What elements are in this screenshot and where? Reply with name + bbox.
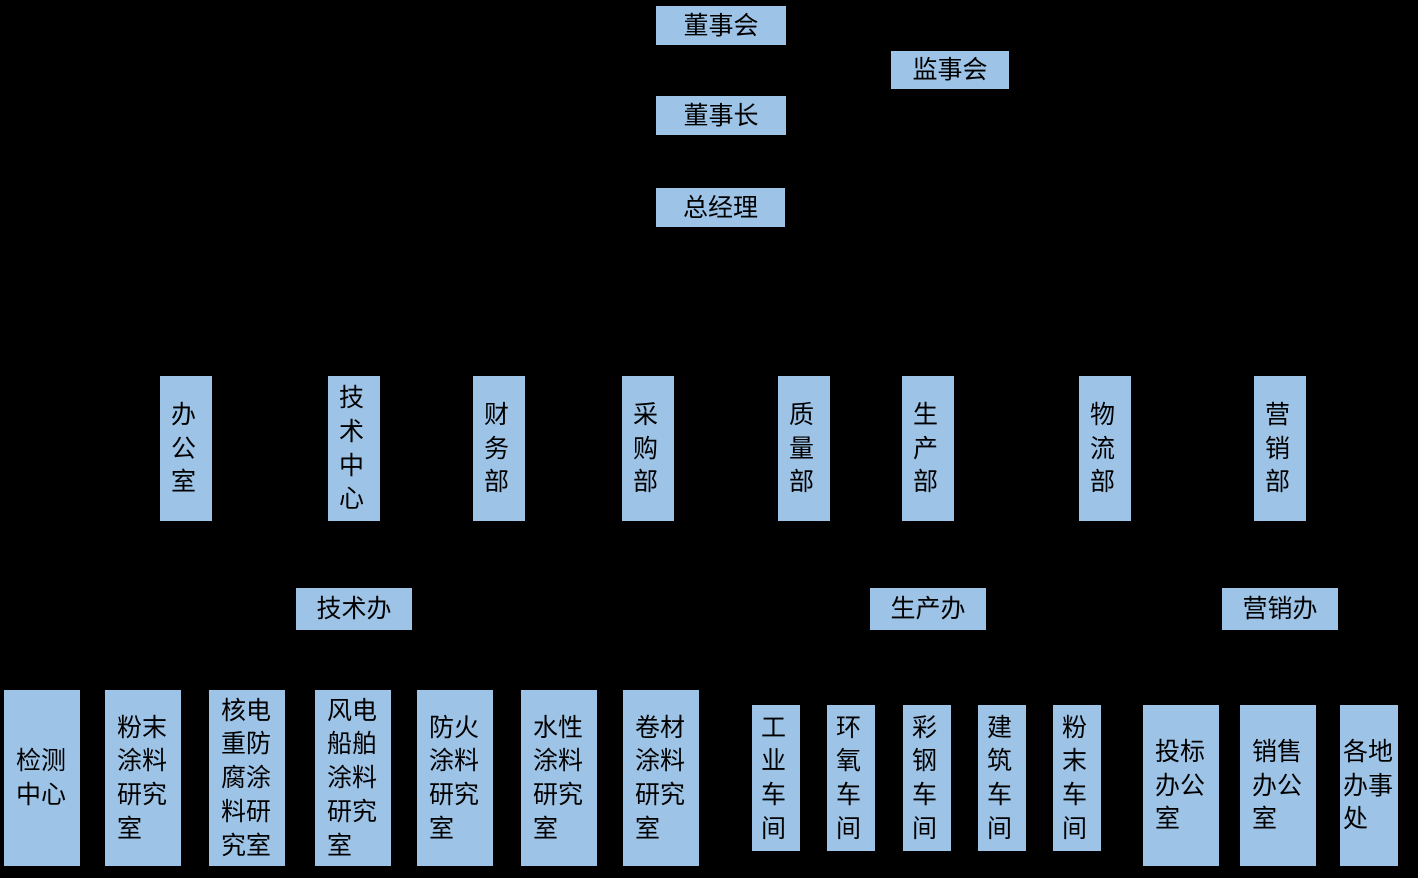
- node-label: 技术中心: [339, 383, 365, 514]
- node-nuclear-heavy-anticorrosion-coating-research-lab: 核电重防腐涂料研究室: [209, 690, 285, 866]
- node-label: 营销部: [1265, 399, 1291, 497]
- node-coil-coating-research-lab: 卷材涂料研究室: [623, 690, 699, 866]
- node-label: 彩钢车间: [912, 712, 938, 843]
- node-waterborne-coating-research-lab: 水性涂料研究室: [521, 690, 597, 866]
- node-label: 卷材涂料研究室: [635, 712, 686, 843]
- node-label: 办公室: [171, 399, 197, 497]
- node-marketing-dept: 营销部: [1254, 376, 1306, 521]
- node-production-dept: 生产部: [902, 376, 954, 521]
- node-label: 风电船舶涂料研究室: [327, 695, 378, 860]
- node-technical-center: 技术中心: [328, 376, 380, 521]
- node-label: 粉末车间: [1062, 712, 1088, 843]
- node-powder-workshop: 粉末车间: [1053, 705, 1101, 851]
- node-label: 董事长: [683, 100, 759, 130]
- node-label: 生产办: [890, 594, 966, 624]
- node-label: 总经理: [682, 192, 758, 222]
- node-color-steel-workshop: 彩钢车间: [903, 705, 951, 851]
- node-general-manager: 总经理: [656, 188, 785, 227]
- node-purchasing-dept: 采购部: [622, 376, 674, 521]
- node-testing-center: 检测中心: [4, 690, 80, 866]
- node-label: 核电重防腐涂料研究室: [221, 695, 272, 860]
- node-label: 环氧车间: [836, 712, 862, 843]
- node-bidding-office: 投标办公室: [1143, 705, 1219, 866]
- node-label: 销售办公室: [1252, 736, 1303, 834]
- node-sales-office: 销售办公室: [1240, 705, 1316, 866]
- node-regional-offices: 各地办事处: [1340, 705, 1398, 866]
- node-production-office: 生产办: [870, 588, 986, 630]
- node-industrial-workshop: 工业车间: [752, 705, 800, 851]
- node-label: 财务部: [484, 399, 510, 497]
- node-chairman: 董事长: [656, 96, 786, 135]
- node-board-of-directors: 董事会: [656, 6, 786, 45]
- node-technical-office: 技术办: [296, 588, 412, 630]
- node-supervisory-board: 监事会: [891, 51, 1009, 89]
- node-label: 投标办公室: [1155, 736, 1206, 834]
- node-label: 董事会: [683, 10, 759, 40]
- node-label: 建筑车间: [987, 712, 1013, 843]
- node-label: 水性涂料研究室: [533, 712, 584, 843]
- node-construction-workshop: 建筑车间: [978, 705, 1026, 851]
- node-label: 粉末涂料研究室: [117, 712, 168, 843]
- node-epoxy-workshop: 环氧车间: [827, 705, 875, 851]
- node-label: 物流部: [1090, 399, 1116, 497]
- node-label: 质量部: [789, 399, 815, 497]
- node-label: 防火涂料研究室: [429, 712, 480, 843]
- node-logistics-dept: 物流部: [1079, 376, 1131, 521]
- node-label: 检测中心: [16, 746, 67, 809]
- node-label: 工业车间: [761, 712, 787, 843]
- node-label: 监事会: [912, 55, 988, 85]
- node-powder-coating-research-lab: 粉末涂料研究室: [105, 690, 181, 866]
- node-quality-dept: 质量部: [778, 376, 830, 521]
- node-fireproof-coating-research-lab: 防火涂料研究室: [417, 690, 493, 866]
- node-label: 各地办事处: [1343, 736, 1394, 834]
- node-label: 采购部: [633, 399, 659, 497]
- node-label: 技术办: [316, 594, 392, 624]
- node-marketing-office: 营销办: [1222, 588, 1338, 630]
- node-label: 生产部: [913, 399, 939, 497]
- node-office: 办公室: [160, 376, 212, 521]
- node-label: 营销办: [1242, 594, 1318, 624]
- node-finance-dept: 财务部: [473, 376, 525, 521]
- node-wind-marine-coating-research-lab: 风电船舶涂料研究室: [315, 690, 391, 866]
